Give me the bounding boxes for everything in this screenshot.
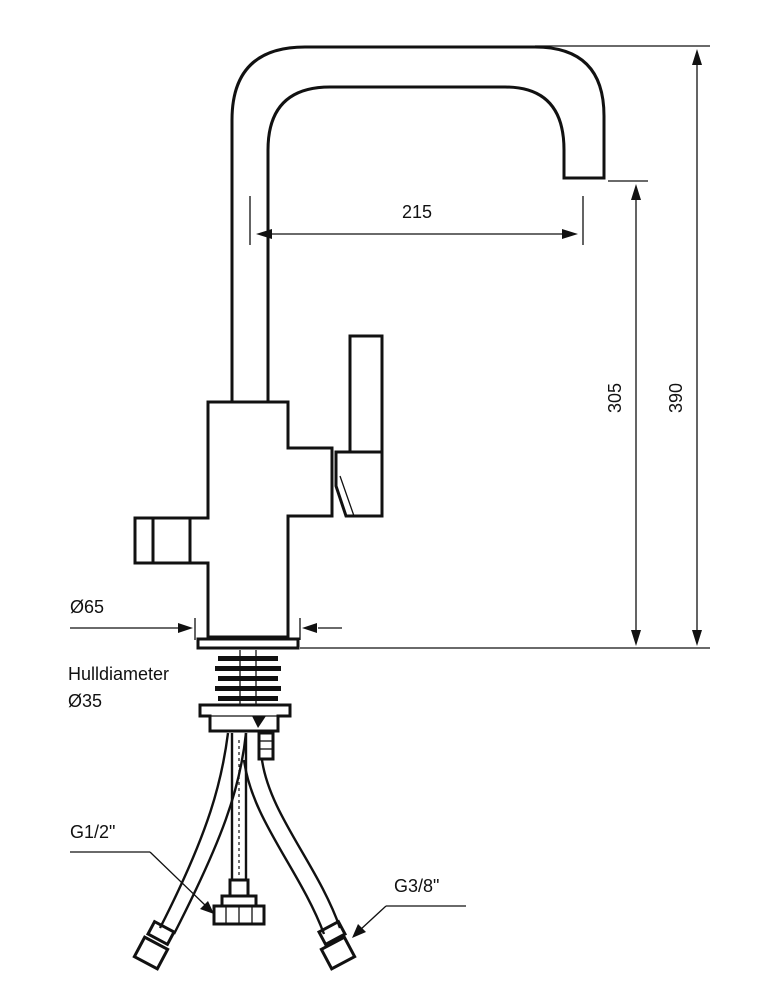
hose-connector-center [212, 878, 266, 926]
dimension-215: 215 [249, 196, 584, 245]
dimension-305-label: 305 [605, 383, 625, 413]
connection-small-label: G3/8" [394, 876, 439, 896]
connection-large-label: G1/2" [70, 822, 115, 842]
dimension-390: 390 [300, 45, 710, 649]
faucet-body [188, 400, 334, 639]
base-diameter-label: Ø65 [70, 597, 104, 617]
faucet-spout [230, 45, 606, 402]
hose-connector-left [132, 919, 177, 971]
dimension-215-label: 215 [402, 202, 432, 222]
threaded-stub [257, 731, 275, 761]
side-knob [133, 516, 192, 565]
dimension-base-diameter: Ø65 [70, 597, 342, 640]
callout-g38: G3/8" [352, 876, 466, 938]
dimension-305: 305 [605, 180, 648, 646]
threaded-shank [215, 650, 281, 705]
mounting-bracket [198, 703, 292, 733]
supply-hoses [158, 732, 342, 935]
hole-diameter-title: Hulldiameter [68, 664, 169, 684]
hose-connector-right [316, 919, 357, 971]
lever-handle [334, 334, 384, 518]
callout-g12: G1/2" [70, 822, 214, 914]
base-plate [196, 637, 300, 650]
hole-diameter-value: Ø35 [68, 691, 102, 711]
hole-diameter-note: Hulldiameter Ø35 [68, 664, 169, 711]
dimension-390-label: 390 [666, 383, 686, 413]
